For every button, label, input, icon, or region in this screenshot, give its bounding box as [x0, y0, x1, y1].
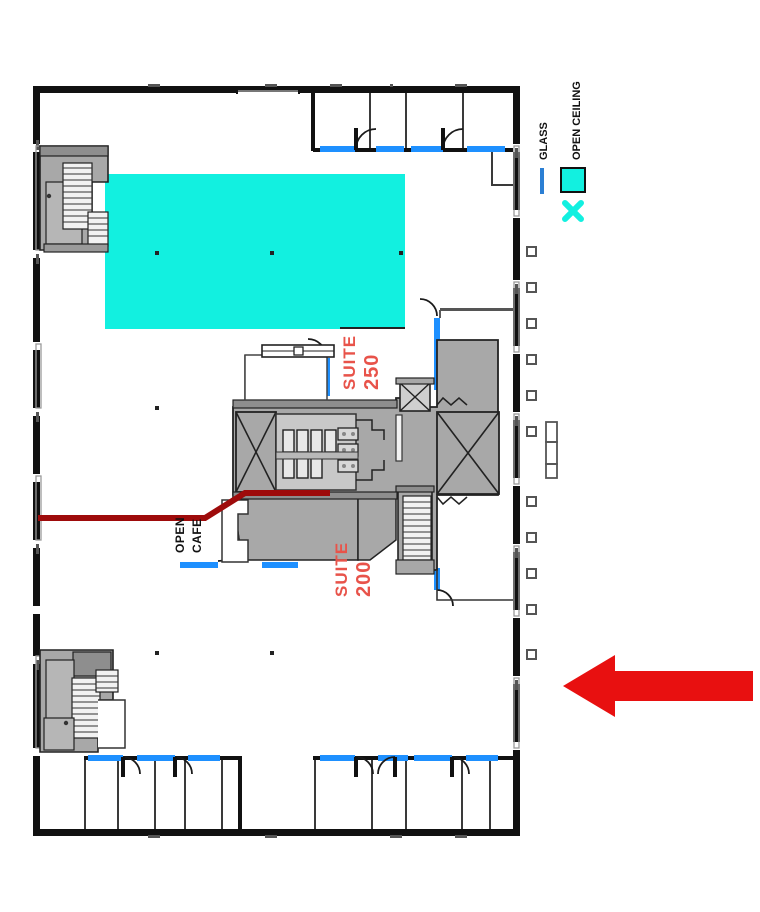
central-core: [221, 339, 500, 575]
room-lower-right-core: [436, 570, 513, 601]
room-upper-right-core: [439, 308, 513, 318]
door-leaves: [121, 128, 454, 777]
open-cafe-label-line2: CAFE: [190, 518, 204, 553]
legend-open-ceiling-symbol: [560, 167, 586, 193]
legend-open-ceiling-x-mark: [562, 200, 584, 222]
legend-open-ceiling-label: OPEN CEILING: [571, 81, 583, 160]
red-circulation-path: [38, 490, 330, 521]
window-mullion-marks: [36, 84, 518, 838]
suite-250-room: [244, 344, 335, 401]
structural-column-dots: [155, 251, 403, 655]
red-left-arrow: [563, 655, 753, 717]
window-frames: [35, 145, 520, 749]
open-ceiling-area: [105, 174, 405, 329]
exterior-vertical-element: [545, 421, 558, 479]
stairwell-northwest: [39, 145, 109, 253]
open-cafe-label-line1: OPEN: [173, 517, 187, 553]
suite-200-label-line1: SUITE: [332, 542, 351, 597]
legend: [540, 167, 586, 222]
suite-250-label-line1: SUITE: [340, 335, 359, 390]
exterior-column-markers: [526, 246, 537, 660]
legend-glass-symbol: [540, 168, 544, 194]
suite-250-label-line2: 250: [361, 354, 383, 390]
suite-200-label-line2: 200: [353, 561, 375, 597]
stairwell-southwest: [39, 649, 126, 753]
legend-glass-label: GLASS: [538, 122, 550, 160]
